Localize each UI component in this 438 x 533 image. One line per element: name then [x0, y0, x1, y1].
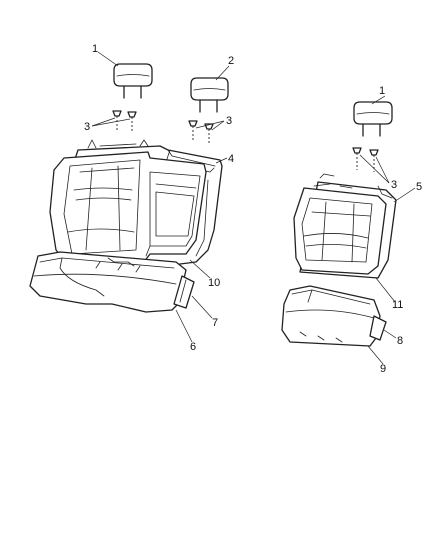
seat-cushion-trim-right — [369, 315, 387, 341]
seat-back-cushion-right — [293, 183, 387, 275]
callout-3-right: 3 — [391, 179, 397, 191]
callout-3-left-b: 3 — [226, 115, 232, 127]
seat-cushion-left — [29, 251, 187, 313]
seat-cushion-trim-left — [173, 275, 195, 309]
callout-7: 7 — [212, 317, 218, 329]
callout-3-left-a: 3 — [84, 121, 90, 133]
callout-11: 11 — [392, 299, 403, 311]
callout-1-right: 1 — [379, 85, 385, 97]
headrest-left-center — [190, 77, 229, 113]
leader-lines — [91, 51, 416, 365]
callout-6: 6 — [190, 341, 196, 353]
seat-back-cushion-left — [49, 139, 207, 263]
callout-8: 8 — [397, 335, 403, 347]
callout-9: 9 — [380, 363, 386, 375]
callout-4: 4 — [228, 153, 234, 165]
guide-sleeves-right — [352, 147, 379, 172]
callout-2: 2 — [228, 55, 234, 67]
callout-10: 10 — [208, 277, 220, 289]
headrest-right — [353, 101, 393, 137]
callout-1-left: 1 — [92, 43, 98, 55]
headrest-left-outer — [113, 63, 153, 99]
guide-sleeves-left — [112, 110, 214, 145]
callout-5: 5 — [416, 181, 422, 193]
seat-cushion-right — [281, 285, 381, 347]
callouts: 1 2 3 3 4 10 7 6 1 3 5 11 8 9 — [84, 43, 422, 375]
